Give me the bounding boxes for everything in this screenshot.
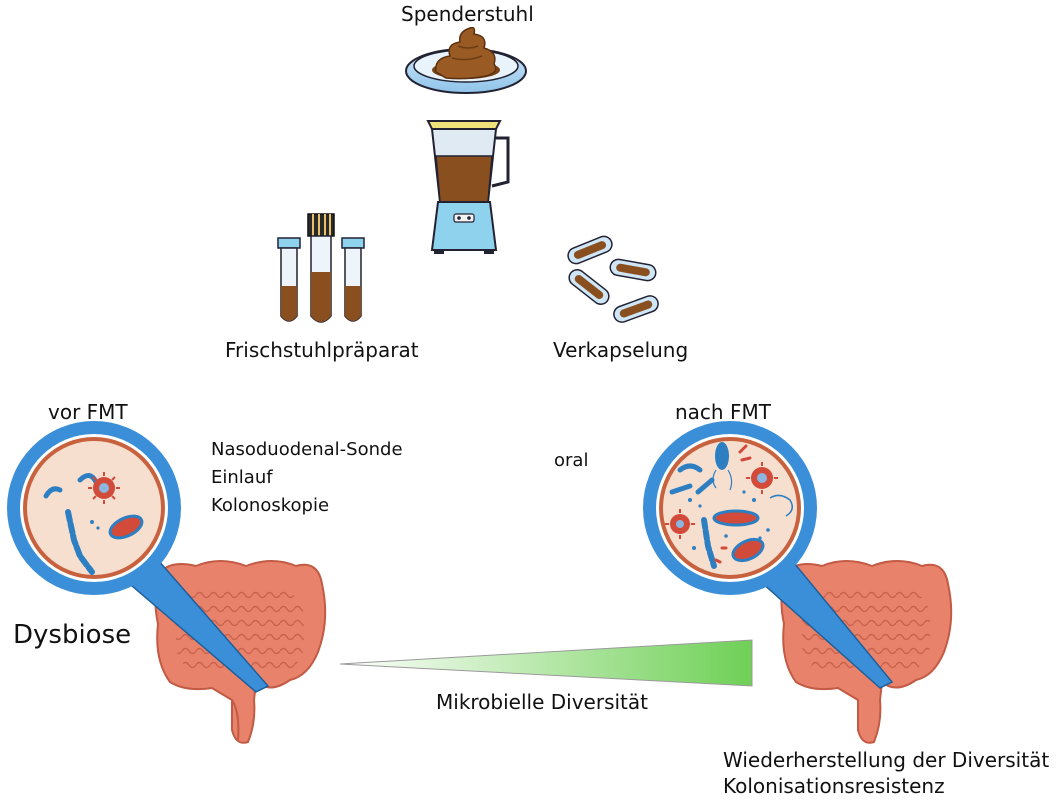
- blender-icon: [426, 120, 510, 254]
- magnifier-after-icon: [643, 421, 894, 689]
- route-nasoduodenal: Nasoduodenal-Sonde: [211, 439, 403, 460]
- petri-dish-icon: [405, 26, 527, 94]
- dysbiosis-label: Dysbiose: [13, 620, 132, 650]
- restoration-of-diversity-label: Wiederherstellung der Diversität: [723, 748, 1050, 772]
- donor-stool-label: Spenderstuhl: [401, 2, 534, 26]
- microbial-diversity-label: Mikrobielle Diversität: [436, 690, 648, 714]
- test-tubes-icon: [277, 213, 365, 323]
- colonisation-resistance-label: Kolonisationsresistenz: [723, 774, 945, 798]
- oral-route-label: oral: [554, 450, 589, 471]
- route-colonoscopy: Kolonoskopie: [211, 495, 330, 516]
- fresh-stool-preparation-label: Frischstuhlpräparat: [225, 338, 419, 362]
- route-enema: Einlauf: [211, 467, 273, 488]
- after-fmt-label: nach FMT: [675, 400, 771, 424]
- encapsulation-label: Verkapselung: [553, 338, 689, 362]
- capsules-icon: [567, 235, 659, 323]
- administration-routes-list: Nasoduodenal-Sonde Einlauf Kolonoskopie: [211, 436, 403, 520]
- before-fmt-label: vor FMT: [48, 400, 128, 424]
- magnifier-before-icon: [7, 421, 270, 693]
- diversity-gradient-wedge: [339, 639, 753, 687]
